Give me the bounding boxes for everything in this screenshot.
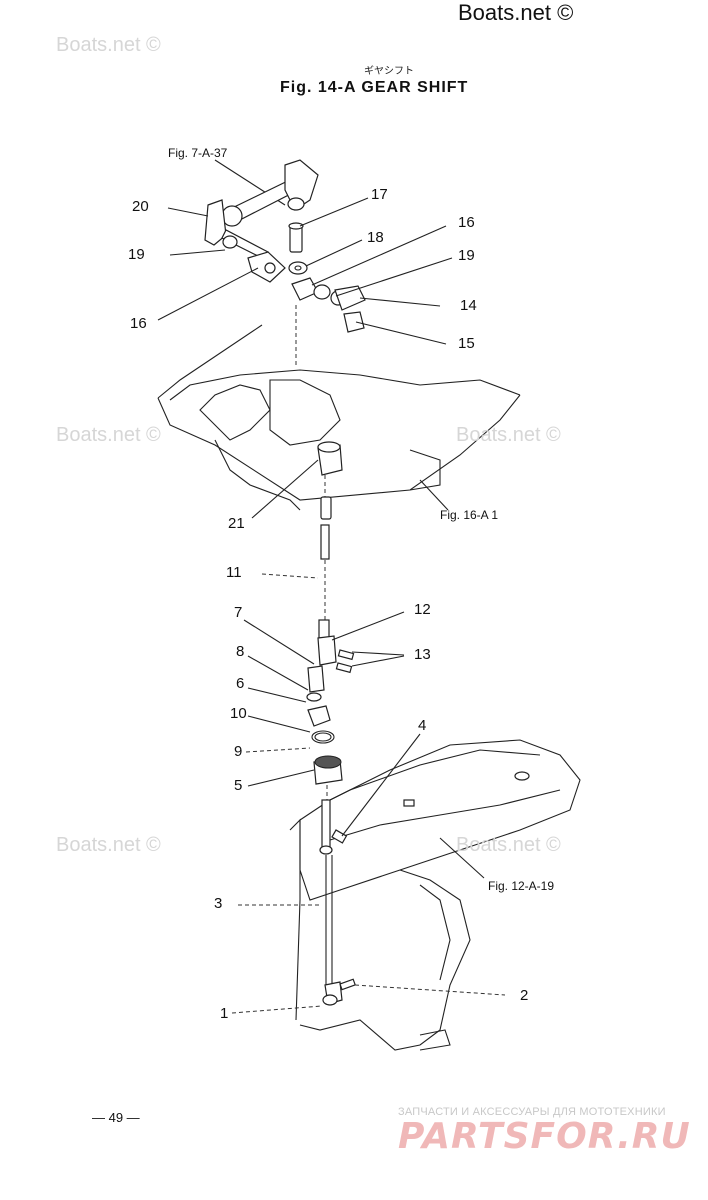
callout-20: 20 [132, 198, 149, 215]
watermark: Boats.net © [56, 424, 161, 446]
watermark-main: Boats.net © [458, 0, 574, 25]
callout-8: 8 [236, 643, 245, 660]
callout-6: 6 [236, 675, 245, 692]
watermark: Boats.net © [456, 834, 561, 856]
callout-9: 9 [234, 743, 243, 760]
callout-4: 4 [418, 717, 427, 734]
lower-unit [289, 739, 581, 1051]
callout-11: 11 [226, 564, 242, 581]
fig-ref-16: Fig. 16-A 1 [440, 508, 499, 522]
callout-10: 10 [230, 705, 247, 722]
callout-2: 2 [520, 987, 529, 1004]
callout-15: 15 [458, 335, 475, 352]
watermark: Boats.net © [56, 34, 161, 56]
callout-19: 19 [128, 246, 145, 263]
watermark: Boats.net © [56, 834, 161, 856]
callout-16: 16 [130, 315, 147, 332]
watermark: Boats.net © [456, 424, 561, 446]
shift-rod-assembly [306, 496, 355, 800]
page-number: — 49 — [92, 1110, 140, 1125]
callout-13: 13 [414, 646, 431, 663]
callout-5: 5 [234, 777, 243, 794]
callout-19: 19 [458, 247, 475, 264]
leader-lines [157, 197, 506, 1014]
promo-text: ЗАПЧАСТИ И АКСЕССУАРЫ ДЛЯ МОТОТЕХНИКИ [398, 1106, 666, 1118]
callout-3: 3 [214, 895, 223, 912]
callout-17: 17 [371, 186, 388, 203]
callout-7: 7 [234, 604, 243, 621]
fig-ref-12: Fig. 12-A-19 [488, 879, 555, 893]
linkage-assembly [204, 159, 366, 365]
callout-1: 1 [220, 1005, 229, 1022]
callout-14: 14 [460, 297, 477, 314]
title-kana: ギヤシフト [364, 66, 414, 77]
fig-ref-7: Fig. 7-A-37 [168, 146, 228, 160]
callout-18: 18 [367, 229, 384, 246]
page-title: Fig. 14-A GEAR SHIFT [280, 79, 469, 96]
callout-16: 16 [458, 214, 475, 231]
partsfor-logo: PARTSFOR.RU [398, 1116, 691, 1157]
upper-housing [157, 324, 521, 511]
callout-21: 21 [228, 515, 245, 532]
callout-12: 12 [414, 601, 431, 618]
